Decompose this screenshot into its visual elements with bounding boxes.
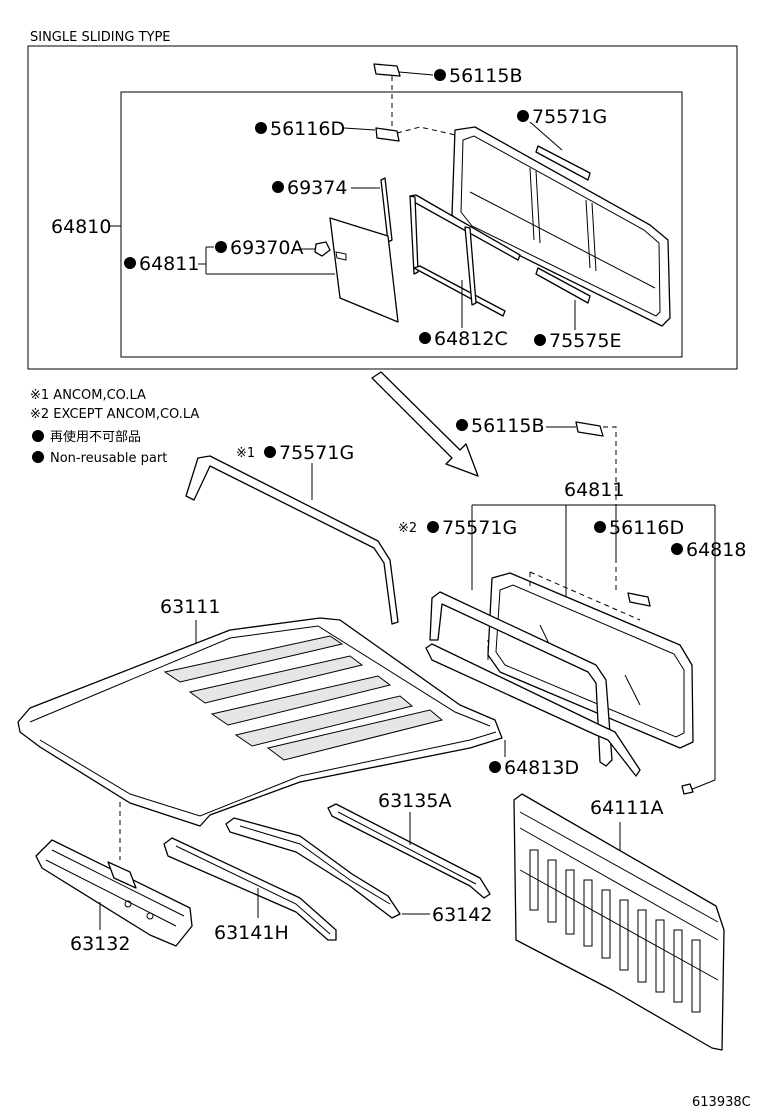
non-reusable-dot bbox=[671, 543, 683, 555]
label-63141H: 63141H bbox=[214, 922, 289, 944]
label-64813D: 64813D bbox=[504, 757, 579, 779]
reinforcement-63142 bbox=[225, 817, 401, 919]
non-reusable-dot bbox=[594, 521, 606, 533]
non-reusable-dot bbox=[124, 257, 136, 269]
slider-latch bbox=[335, 251, 347, 261]
note-non-reusable-en: Non-reusable part bbox=[50, 451, 167, 466]
direction-arrow bbox=[371, 371, 479, 477]
label-75571G-2: 75571G bbox=[442, 517, 517, 539]
leader-75571G bbox=[529, 121, 563, 151]
non-reusable-dot bbox=[32, 451, 44, 463]
back-window-frame bbox=[451, 126, 671, 327]
diagram-id: 613938C bbox=[692, 1095, 751, 1110]
label-56116D-mid: 56116D bbox=[609, 517, 684, 539]
label-64810: 64810 bbox=[51, 216, 111, 238]
roof-panel-63111 bbox=[17, 617, 503, 827]
assembly-outer-frame bbox=[27, 45, 738, 370]
clip-56115B-top bbox=[373, 63, 401, 77]
label-69374: 69374 bbox=[287, 177, 347, 199]
label-63111: 63111 bbox=[160, 596, 220, 618]
label-56116D-top: 56116D bbox=[270, 118, 345, 140]
non-reusable-dot bbox=[272, 181, 284, 193]
stopper-64818 bbox=[681, 783, 694, 795]
dashed-guide bbox=[603, 426, 617, 590]
mark-1: ※1 bbox=[236, 446, 255, 461]
label-64811-top: 64811 bbox=[139, 253, 199, 275]
non-reusable-dot bbox=[264, 446, 276, 458]
bracket-64811-mid bbox=[471, 504, 716, 791]
slider-frame-64812C bbox=[409, 194, 521, 317]
clip-56116D-top bbox=[375, 127, 400, 142]
note-except-ancom: ※2 EXCEPT ANCOM,CO.LA bbox=[30, 407, 199, 422]
roof-seal-75571G-1 bbox=[185, 455, 399, 625]
seal-strip-lower bbox=[535, 267, 591, 304]
bracket-64811 bbox=[198, 246, 335, 275]
note-non-reusable-jp: 再使用不可部品 bbox=[50, 429, 141, 445]
reinforcement-63141H bbox=[163, 837, 337, 941]
mark-2: ※2 bbox=[398, 521, 417, 536]
leader-56115B bbox=[398, 71, 434, 76]
section-title: SINGLE SLIDING TYPE bbox=[30, 30, 171, 45]
weatherstrip-64813D bbox=[425, 643, 641, 777]
leader-56116D bbox=[343, 127, 376, 131]
dashed-guide bbox=[396, 126, 461, 137]
slider-glass bbox=[329, 217, 399, 323]
back-glass bbox=[487, 571, 694, 749]
label-64811-mid: 64811 bbox=[564, 479, 624, 501]
label-64812C: 64812C bbox=[434, 328, 508, 350]
label-63135A: 63135A bbox=[378, 790, 451, 812]
label-63132: 63132 bbox=[70, 933, 130, 955]
non-reusable-dot bbox=[427, 521, 439, 533]
label-64111A: 64111A bbox=[590, 797, 663, 819]
strip-69374 bbox=[380, 177, 393, 243]
clip-56115B-mid bbox=[575, 421, 604, 437]
weatherstrip-75571G-2 bbox=[429, 591, 613, 767]
non-reusable-dot bbox=[517, 110, 529, 122]
label-75571G-1: 75571G bbox=[279, 442, 354, 464]
label-64818: 64818 bbox=[686, 539, 746, 561]
non-reusable-dot bbox=[255, 122, 267, 134]
label-75571G-top: 75571G bbox=[532, 106, 607, 128]
non-reusable-dot bbox=[489, 761, 501, 773]
non-reusable-dot bbox=[434, 69, 446, 81]
non-reusable-dot bbox=[32, 430, 44, 442]
label-63142: 63142 bbox=[432, 904, 492, 926]
reinforcement-63135A bbox=[327, 803, 491, 899]
back-panel-64111A bbox=[513, 793, 725, 1051]
header-63132 bbox=[35, 839, 193, 947]
label-69370A: 69370A bbox=[230, 237, 303, 259]
label-56115B-top: 56115B bbox=[449, 65, 522, 87]
non-reusable-dot bbox=[419, 332, 431, 344]
note-ancom: ※1 ANCOM,CO.LA bbox=[30, 388, 146, 403]
non-reusable-dot bbox=[456, 419, 468, 431]
label-56115B-mid: 56115B bbox=[471, 415, 544, 437]
non-reusable-dot bbox=[534, 334, 546, 346]
label-75575E: 75575E bbox=[549, 330, 621, 352]
assembly-inner-frame bbox=[120, 91, 683, 358]
clip-56116D-mid bbox=[627, 592, 651, 607]
seal-strip-upper bbox=[535, 145, 591, 181]
clip-69370A bbox=[314, 241, 331, 257]
non-reusable-dot bbox=[215, 241, 227, 253]
